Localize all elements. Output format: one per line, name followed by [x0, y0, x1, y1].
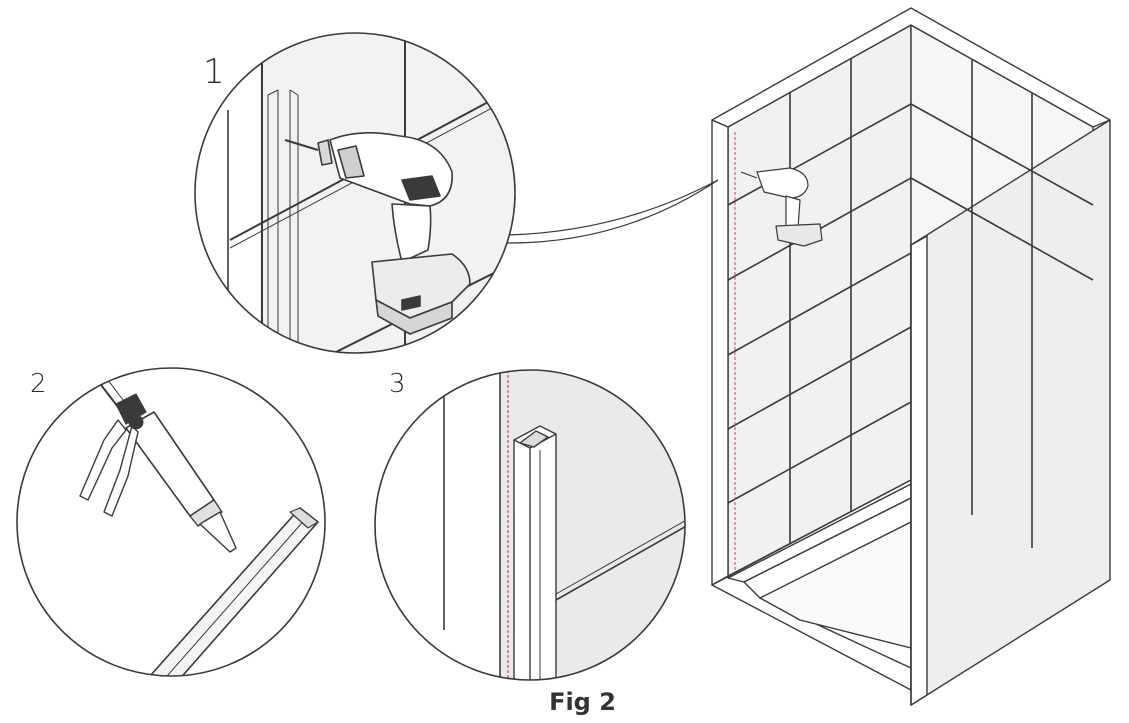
caulk-gun-icon	[79, 393, 237, 553]
tile-grid-side	[910, 60, 1094, 548]
step-number-2: 2	[30, 369, 47, 399]
wall-profile-icon	[513, 425, 557, 680]
detail-circle-caulk	[16, 367, 326, 677]
shower-enclosure	[711, 7, 1111, 706]
step-number-3: 3	[389, 369, 406, 399]
detail-circle-drill	[194, 32, 516, 354]
figure-caption: Fig 2	[549, 688, 616, 716]
callout-connector	[504, 179, 719, 244]
left-frame	[711, 119, 729, 586]
step-number-1: 1	[203, 52, 225, 92]
drill-on-wall-icon	[740, 167, 823, 247]
drill-icon	[284, 132, 471, 335]
detail-circle-profile	[374, 369, 686, 681]
